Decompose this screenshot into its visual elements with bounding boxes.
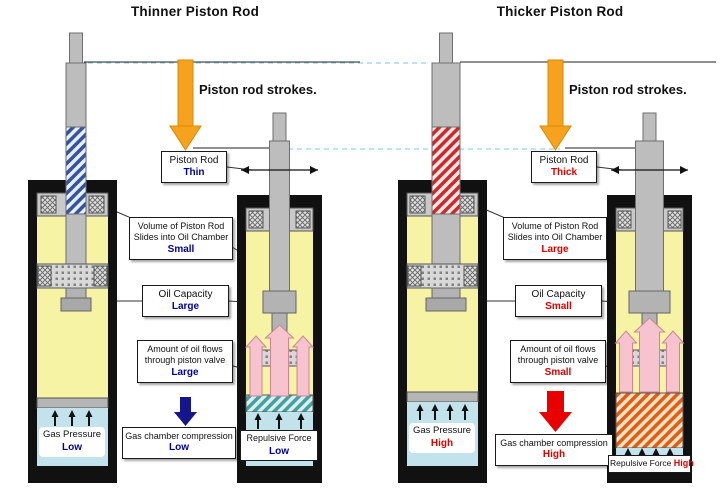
piston-rod [431, 213, 461, 267]
gas-compression-label: Gas chamber compression [125, 431, 233, 441]
oil-flow-label: Amount of oil flows through piston valve [144, 344, 226, 366]
piston-rod-box-right: Piston Rod Thick [531, 151, 597, 183]
rod-seal [409, 195, 426, 214]
piston-rod-value: Thick [550, 167, 578, 178]
base-valve [615, 392, 684, 449]
oil-capacity-value: Large [171, 301, 200, 312]
repulsive-force-box-right: Repulsive Force High [608, 455, 694, 473]
piston-rod-tip [439, 32, 453, 65]
piston-rod-label: Piston Rod [169, 155, 219, 166]
volume-value: Small [167, 243, 195, 255]
volume-box-right: Volume of Piston Rod Slides into Oil Cha… [503, 217, 607, 260]
piston-rod [65, 213, 87, 267]
piston-rod [431, 62, 461, 129]
gas-compression-value: High [542, 449, 566, 461]
rod-diameter-arrow-icon [611, 166, 688, 174]
oil-flow-box-left: Amount of oil flows through piston valve… [137, 340, 233, 383]
piston-rod-stroke-section [65, 126, 87, 216]
stroke-label-right: Piston rod strokes. [569, 82, 687, 97]
rod-seal [248, 210, 264, 229]
piston-rod [635, 140, 664, 292]
gas-pressure-label: Gas Pressure [412, 425, 472, 436]
oil-capacity-label: Oil Capacity [158, 289, 213, 300]
cylinder-thick-compressed [607, 112, 692, 483]
stroke-label-left: Piston rod strokes. [199, 82, 317, 97]
piston-rod [65, 62, 87, 129]
gas-compression-label: Gas chamber compression [500, 438, 608, 448]
stroke-arrow-icon [539, 59, 572, 151]
oil-flow-arrow-icon [614, 330, 638, 393]
gas-pressure-box-right: Gas Pressure High [409, 423, 475, 454]
repulsive-force-label: Repulsive Force [246, 433, 312, 443]
cylinder-thin-compressed [237, 112, 322, 483]
piston-rod-stroke-section [431, 126, 461, 216]
volume-label: Volume of Piston Rod Slides into Oil Cha… [507, 221, 603, 243]
gas-pressure-value: High [430, 438, 454, 450]
repulsive-force-value: Low [269, 445, 289, 457]
gas-pressure-box-left: Gas Pressure Low [39, 427, 105, 458]
volume-box-left: Volume of Piston Rod Slides into Oil Cha… [129, 217, 233, 260]
piston-rod-tip [69, 32, 83, 65]
diagram-title-left: Thinner Piston Rod [130, 4, 260, 19]
piston-rod-label: Piston Rod [539, 155, 589, 166]
rod-seal [667, 210, 682, 229]
gas-compression-box-left: Gas chamber compression Low [122, 427, 236, 459]
oil-flow-value: Large [171, 366, 199, 378]
cylinder-thick-extended [398, 32, 487, 483]
oil-flow-value: Small [544, 366, 572, 378]
rod-seal [88, 195, 105, 214]
compression-arrow-low-icon [174, 397, 197, 426]
oil-flow-arrow-icon [633, 317, 666, 393]
base-valve [245, 394, 314, 413]
oil-flow-label: Amount of oil flows through piston valve [517, 344, 599, 366]
rod-seal [458, 195, 475, 214]
gas-pressure-value: Low [62, 442, 82, 454]
rod-seal [295, 210, 311, 229]
volume-value: Large [541, 243, 569, 255]
oil-capacity-box-right: Oil Capacity Small [515, 285, 602, 317]
piston-rod [269, 140, 290, 292]
free-piston [36, 397, 109, 409]
stroke-reference-lines [84, 61, 716, 150]
piston-rod-tip [272, 112, 287, 144]
gas-compression-value: Low [169, 442, 189, 454]
oil-capacity-value: Small [545, 301, 572, 312]
gas-pressure-label: Gas Pressure [42, 429, 102, 440]
free-piston [406, 391, 479, 403]
oil-capacity-label: Oil Capacity [531, 289, 586, 300]
oil-flow-arrow-icon [661, 330, 685, 393]
repulsive-force-label: Repulsive Force [610, 458, 672, 468]
oil-flow-box-right: Amount of oil flows through piston valve… [510, 340, 606, 383]
piston-rod-value: Thin [183, 167, 205, 178]
stroke-arrow-icon [169, 59, 202, 151]
rod-seal [40, 195, 57, 214]
repulsive-force-value: High [673, 458, 694, 468]
oil-flow-arrow-icon [291, 335, 315, 397]
repulsive-force-box-left: Repulsive Force Low [240, 430, 318, 461]
oil-flow-arrow-icon [244, 335, 268, 397]
gas-compression-box-right: Gas chamber compression High [495, 434, 613, 466]
rod-diameter-arrow-icon [241, 166, 318, 174]
oil-flow-arrow-icon [264, 324, 295, 397]
compression-arrow-high-icon [539, 391, 572, 432]
oil-capacity-box-left: Oil Capacity Large [142, 285, 229, 317]
diagram-title-right: Thicker Piston Rod [496, 4, 624, 19]
rod-seal [617, 210, 632, 229]
volume-label: Volume of Piston Rod Slides into Oil Cha… [133, 221, 229, 243]
piston-rod-tip [642, 112, 657, 144]
piston-rod-box-left: Piston Rod Thin [161, 151, 227, 183]
cylinder-thin-extended [28, 32, 117, 483]
